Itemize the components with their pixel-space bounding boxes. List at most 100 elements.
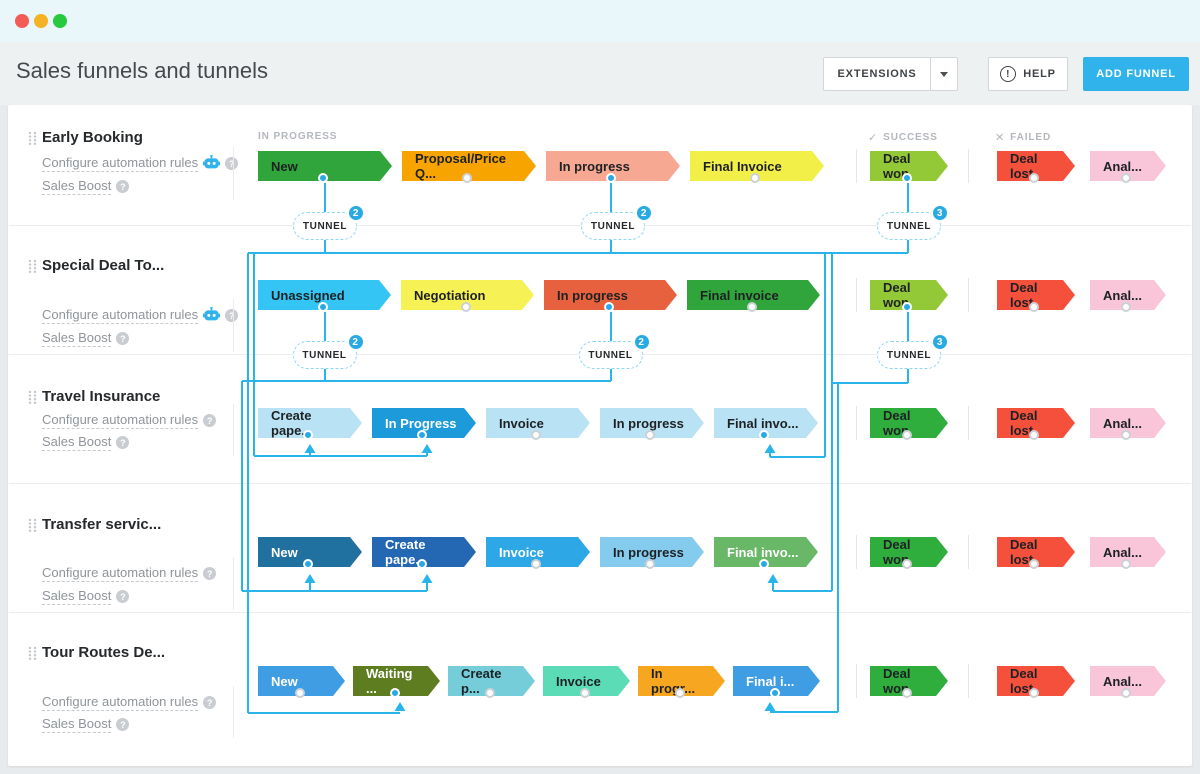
sales-boost-link[interactable]: Sales Boost?: [42, 330, 130, 347]
stage-dot[interactable]: [1121, 173, 1131, 183]
drag-handle-icon[interactable]: [28, 131, 37, 146]
window-titlebar: [0, 0, 1200, 42]
column-divider: [856, 278, 857, 312]
stage-dot[interactable]: [603, 302, 614, 312]
help-circle-icon[interactable]: ?: [116, 436, 130, 449]
stage-dot[interactable]: [902, 173, 912, 183]
sales-boost-link[interactable]: Sales Boost?: [42, 434, 130, 451]
help-circle-icon[interactable]: ?: [203, 567, 217, 580]
stage-dot[interactable]: [303, 559, 313, 569]
help-circle-icon[interactable]: ?: [225, 309, 239, 322]
extensions-button[interactable]: EXTENSIONS: [823, 57, 930, 91]
stage-dot[interactable]: [1121, 688, 1131, 698]
close-window-button[interactable]: [15, 14, 29, 28]
stage-dot[interactable]: [1029, 688, 1039, 698]
stage-chip[interactable]: Invoice: [486, 537, 590, 567]
stage-dot[interactable]: [460, 302, 471, 312]
stage-dot[interactable]: [902, 688, 912, 698]
stage-dot[interactable]: [531, 430, 541, 440]
stage-dot[interactable]: [606, 173, 616, 183]
stage-dot[interactable]: [484, 688, 495, 698]
stage-dot[interactable]: [318, 173, 328, 183]
help-circle-icon[interactable]: ?: [203, 696, 217, 709]
stage-dot[interactable]: [294, 688, 305, 698]
stage-dot[interactable]: [902, 559, 912, 569]
stage-dot[interactable]: [1029, 302, 1039, 312]
stage-chip[interactable]: Create p...: [448, 666, 535, 696]
stage-dot[interactable]: [1029, 173, 1039, 183]
help-circle-icon[interactable]: ?: [116, 590, 130, 603]
column-divider: [968, 406, 969, 440]
stage-dot[interactable]: [750, 173, 760, 183]
sales-boost-link[interactable]: Sales Boost?: [42, 716, 130, 733]
maximize-window-button[interactable]: [53, 14, 67, 28]
configure-automation-rules-link[interactable]: Configure automation rules?: [42, 412, 217, 429]
configure-automation-rules-link[interactable]: Configure automation rules?: [42, 694, 217, 711]
stage-dot[interactable]: [746, 302, 757, 312]
stage-dot[interactable]: [531, 559, 541, 569]
stage-dot[interactable]: [902, 430, 912, 440]
sales-boost-link[interactable]: Sales Boost?: [42, 178, 130, 195]
column-divider: [856, 149, 857, 183]
stage-dot[interactable]: [1029, 430, 1039, 440]
help-button[interactable]: ! HELP: [988, 57, 1068, 91]
stage-dot[interactable]: [902, 302, 912, 312]
robot-icon: [203, 306, 221, 324]
stage-dot[interactable]: [1121, 559, 1131, 569]
stage-dot[interactable]: [1029, 559, 1039, 569]
configure-automation-rules-link[interactable]: Configure automation rules?: [42, 154, 239, 172]
stage-dot[interactable]: [417, 559, 427, 569]
stage-dot[interactable]: [317, 302, 328, 312]
stage-chip[interactable]: Waiting ...: [353, 666, 440, 696]
help-circle-icon[interactable]: ?: [116, 332, 130, 345]
minimize-window-button[interactable]: [34, 14, 48, 28]
configure-automation-rules-link[interactable]: Configure automation rules?: [42, 306, 239, 324]
chevron-down-icon: [940, 71, 948, 77]
stage-dot[interactable]: [759, 559, 769, 569]
drag-handle-icon[interactable]: [28, 518, 37, 533]
column-header-failed: ✕ FAILED: [995, 132, 1052, 144]
stage-dot[interactable]: [1121, 302, 1131, 312]
stage-dot[interactable]: [389, 688, 400, 698]
sales-boost-link[interactable]: Sales Boost?: [42, 588, 130, 605]
stage-dot[interactable]: [645, 430, 655, 440]
stage-dot[interactable]: [645, 559, 655, 569]
tunnel-badge-label: TUNNEL: [590, 220, 636, 232]
help-circle-icon[interactable]: ?: [116, 718, 130, 731]
stage-dot[interactable]: [769, 688, 780, 698]
help-circle-icon[interactable]: ?: [225, 157, 239, 170]
stage-dot[interactable]: [462, 173, 472, 183]
stage-dot[interactable]: [1121, 430, 1131, 440]
configure-automation-rules-link[interactable]: Configure automation rules?: [42, 565, 217, 582]
stage-chip[interactable]: Unassigned: [258, 280, 391, 310]
drag-handle-icon[interactable]: [28, 646, 37, 661]
sidebar-divider: [233, 147, 234, 200]
stage-chip[interactable]: In progress: [600, 537, 704, 567]
tunnel-count-badge: 2: [632, 333, 651, 351]
tunnel-badge-label: TUNNEL: [302, 349, 347, 361]
stage-chip[interactable]: Negotiation: [401, 280, 534, 310]
stage-dot[interactable]: [674, 688, 685, 698]
stage-dot[interactable]: [759, 430, 769, 440]
stage-chip-success[interactable]: Deal won: [870, 408, 948, 438]
add-funnel-button[interactable]: ADD FUNNEL: [1083, 57, 1189, 91]
stage-dot[interactable]: [303, 430, 313, 440]
sidebar-divider: [233, 299, 234, 352]
drag-handle-icon[interactable]: [28, 390, 37, 405]
stage-chip-failed[interactable]: Deal lost: [997, 151, 1075, 181]
stage-dot[interactable]: [417, 430, 427, 440]
extensions-dropdown-button[interactable]: [930, 57, 958, 91]
stage-chip[interactable]: New: [258, 537, 362, 567]
stage-chip[interactable]: Final invo...: [714, 408, 818, 438]
help-circle-icon[interactable]: ?: [203, 414, 217, 427]
drag-handle-icon[interactable]: [28, 259, 37, 274]
help-circle-icon[interactable]: ?: [116, 180, 130, 193]
stage-dot[interactable]: [579, 688, 590, 698]
stage-chip-failed[interactable]: Deal lost: [997, 537, 1075, 567]
